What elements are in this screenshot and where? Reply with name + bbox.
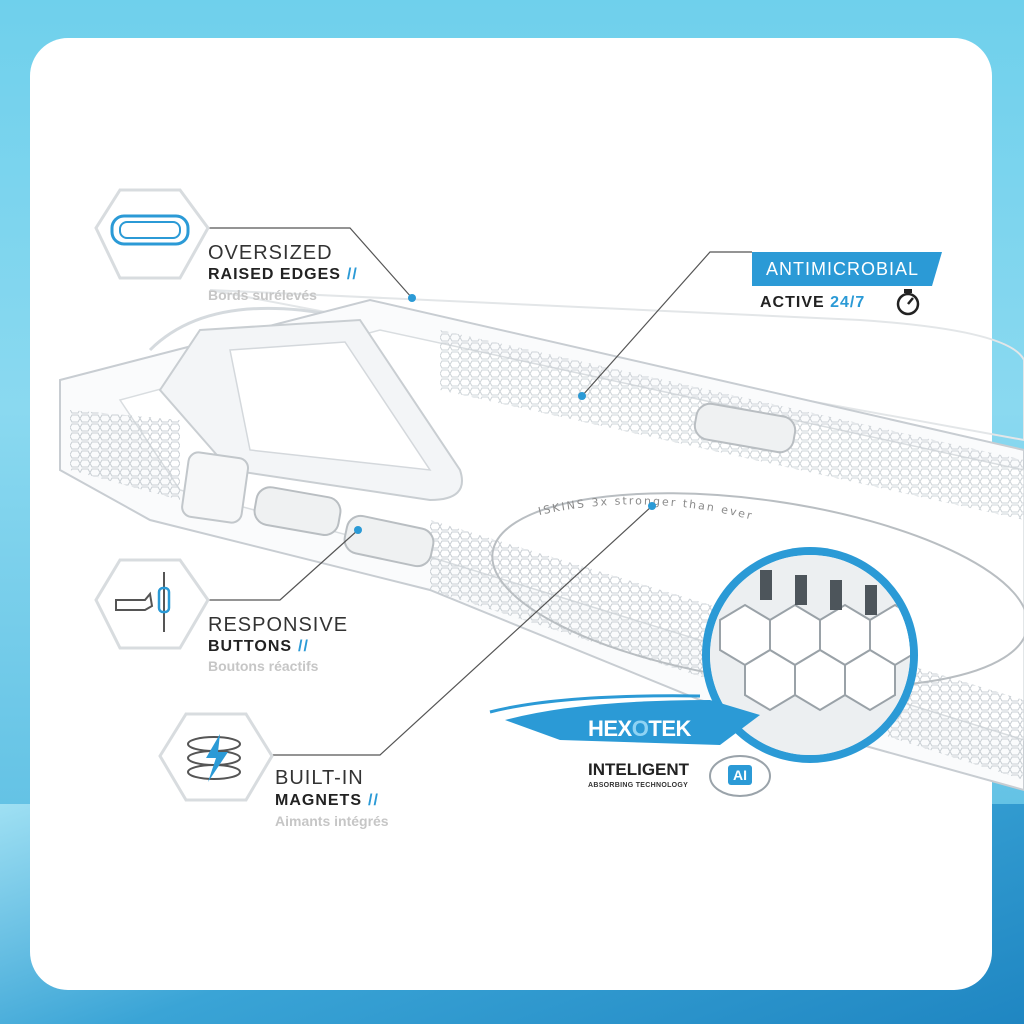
side-switch-cutout — [181, 451, 250, 524]
magnets-bold-text: MAGNETS — [275, 792, 362, 809]
hexotek-o: O — [631, 716, 649, 741]
leader-dot-antimicrobial — [578, 392, 586, 400]
hexotek-hex: HEX — [588, 716, 632, 741]
edges-slash: // — [346, 266, 358, 283]
buttons-subtitle: Boutons réactifs — [208, 658, 319, 674]
absorbing-technology-label: ABSORBING TECHNOLOGY — [588, 782, 689, 789]
leader-dot-buttons — [354, 526, 362, 534]
buttons-bold-text: BUTTONS — [208, 638, 293, 655]
buttons-slash: // — [298, 638, 309, 655]
magnets-title: BUILT-IN — [275, 767, 364, 789]
buttons-title: RESPONSIVE — [208, 614, 349, 636]
hexotek-swoosh — [505, 700, 760, 745]
power-button — [693, 402, 797, 454]
active-text: ACTIVE — [760, 294, 825, 311]
intelligent-label: INTELIGENT — [588, 760, 690, 779]
ai-label: AI — [733, 767, 747, 783]
antimicrobial-label: ANTIMICROBIAL — [766, 259, 920, 279]
raised-edge-icon — [94, 188, 210, 280]
leader-dot-magnets — [648, 502, 656, 510]
leader-line-buttons — [198, 529, 359, 601]
leader-line-edges — [198, 227, 413, 299]
active-label: ACTIVE 24/7 — [760, 294, 865, 312]
edges-subtitle: Bords surélevés — [208, 287, 317, 303]
volume-down-button — [343, 514, 435, 568]
magnets-slash: // — [368, 792, 379, 809]
hand-press-button-icon — [94, 558, 210, 650]
antimicrobial-banner — [752, 252, 942, 286]
leader-line-magnets — [262, 505, 653, 756]
hexotek-logo: HEXOTEK — [588, 716, 691, 742]
stopwatch-icon — [896, 289, 920, 316]
magnet-lightning-icon — [158, 712, 274, 802]
magnets-subtitle: Aimants intégrés — [275, 813, 389, 829]
magnets-bold-label: MAGNETS // — [275, 792, 379, 810]
edges-bold-text: RAISED EDGES — [208, 266, 341, 283]
edges-bold-label: RAISED EDGES // — [208, 266, 358, 284]
hexotek-tek: TEK — [648, 716, 691, 741]
leader-dot-edges — [408, 294, 416, 302]
leader-line-antimicrobial — [581, 251, 752, 397]
volume-up-button — [253, 486, 342, 536]
active-number: 24/7 — [830, 294, 866, 311]
hex-texture-left — [70, 410, 180, 500]
edges-title: OVERSIZED — [208, 242, 333, 264]
buttons-bold-label: BUTTONS // — [208, 638, 309, 656]
ai-brain-icon — [709, 755, 771, 797]
